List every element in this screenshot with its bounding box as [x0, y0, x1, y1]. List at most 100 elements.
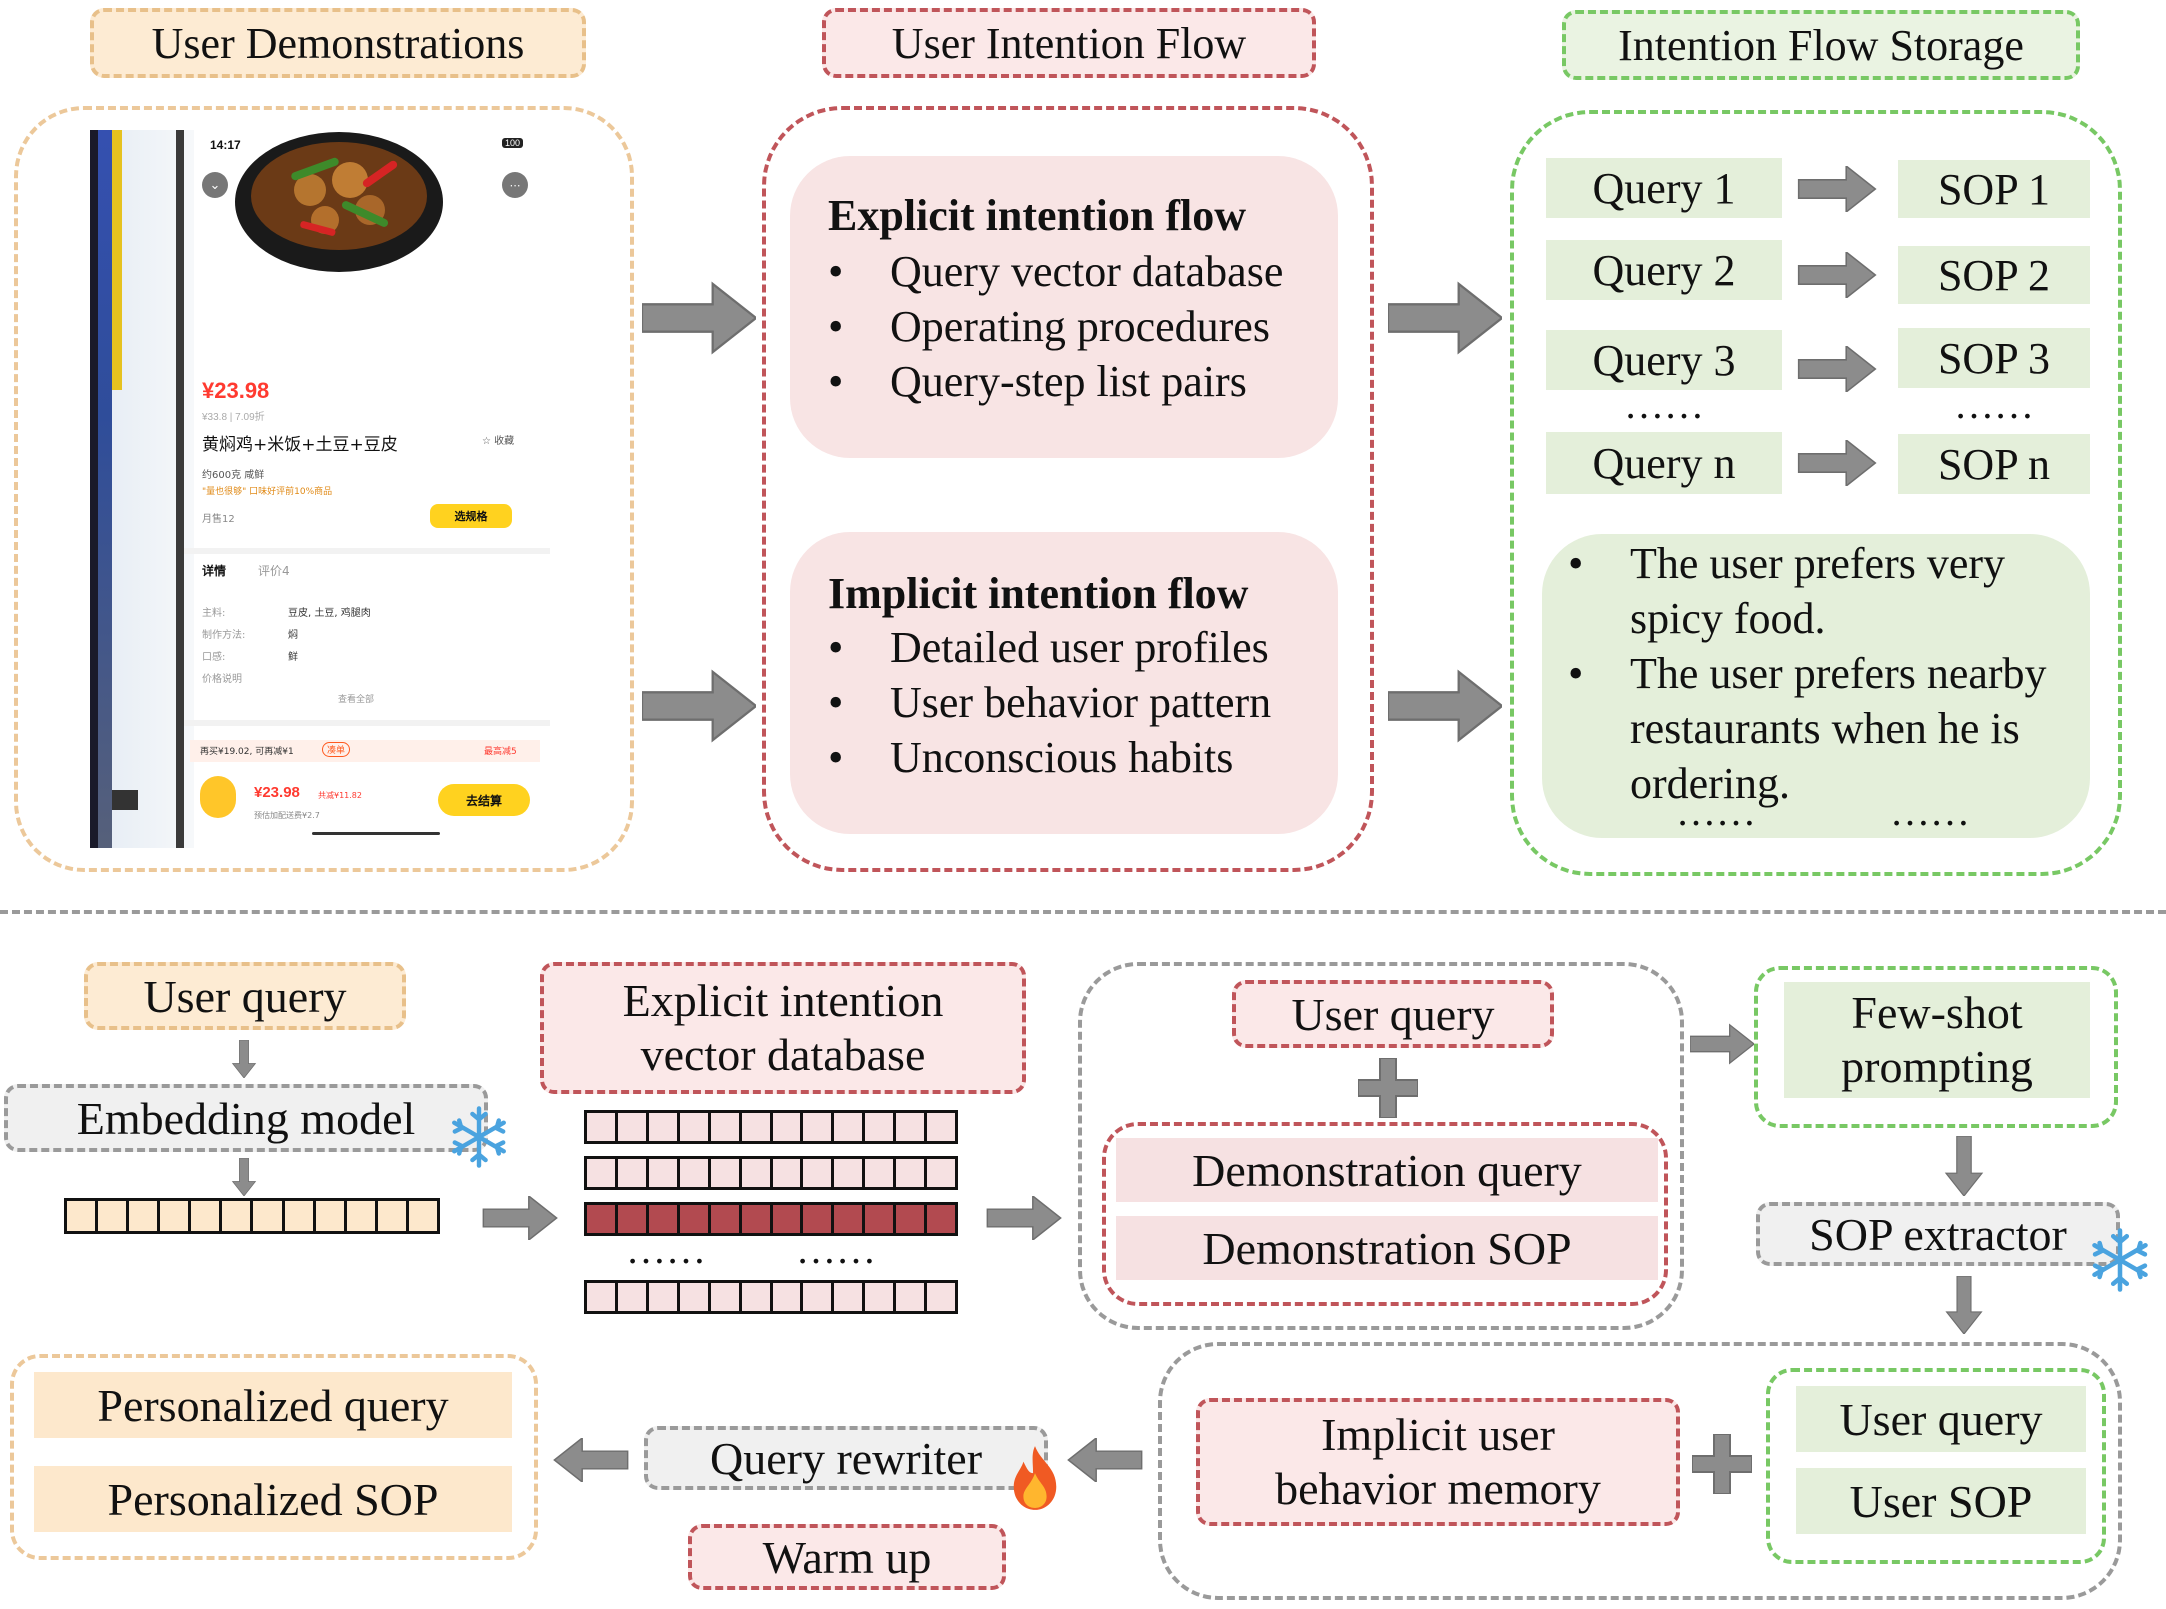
vector-cell: [222, 1201, 254, 1231]
tab-review[interactable]: 评价4: [258, 564, 290, 578]
personalized-output-panel: [10, 1354, 538, 1560]
query-embedding-vector: [64, 1198, 440, 1234]
tab-detail[interactable]: 详情: [202, 564, 227, 578]
vector-cell: [649, 1113, 680, 1141]
vector-cell: [742, 1205, 773, 1233]
vector-cell: [773, 1113, 804, 1141]
personalized-query: Personalized query: [34, 1372, 512, 1438]
preference-item: The user prefers nearby restaurants when…: [1568, 646, 2088, 811]
vector-cell: [711, 1205, 742, 1233]
section-divider: [0, 910, 2166, 914]
query-2: Query 2: [1546, 240, 1782, 300]
checkout-button[interactable]: 去结算: [438, 784, 530, 816]
embedding-snowflake-icon: [446, 1104, 512, 1170]
detail-row-3-key: 价格说明: [202, 674, 242, 685]
vector-cell: [834, 1113, 866, 1141]
vector-cell: [649, 1283, 680, 1311]
user-query-box: User query: [1232, 980, 1554, 1048]
vector-cell: [680, 1205, 711, 1233]
vector-cell: [803, 1113, 835, 1141]
vector-cell: [711, 1113, 742, 1141]
favorite-label: 收藏: [494, 436, 515, 447]
favorite-button[interactable]: ☆ 收藏: [482, 432, 514, 447]
implicit-item: User behavior pattern: [828, 675, 1271, 730]
explicit-vector-database-label: Explicit intention vector database: [540, 962, 1026, 1094]
vector-cell: [618, 1283, 649, 1311]
rewriter-fire-icon: [1013, 1446, 1057, 1510]
vector-cell: [773, 1283, 804, 1311]
vector-cell: [711, 1159, 742, 1187]
phone-left-strip: [90, 130, 98, 848]
arrow-implicit-to-storage: [1388, 670, 1502, 742]
user-sop-item: User SOP: [1796, 1468, 2086, 1534]
more-icon[interactable]: ⋯: [502, 172, 528, 198]
vector-cell: [98, 1201, 130, 1231]
phone-divider: [176, 130, 184, 848]
food-image: [230, 130, 448, 280]
vector-cell: [742, 1283, 773, 1311]
vector-cell: [865, 1283, 897, 1311]
arrow-demo-to-implicit: [642, 670, 756, 742]
query-n: Query n: [1546, 432, 1782, 494]
phone-left-strip-blue: [98, 130, 112, 848]
home-indicator: [312, 832, 440, 835]
vector-cell: [680, 1113, 711, 1141]
cart-mascot-icon[interactable]: [200, 776, 236, 818]
cart-price: ¥23.98: [254, 784, 300, 801]
select-spec-button[interactable]: 选规格: [430, 504, 512, 528]
dish-weight: 约600克 咸鲜: [202, 470, 265, 481]
explicit-intention-list: Query vector database Operating procedur…: [828, 244, 1283, 409]
pair-arrow-3: [1797, 346, 1877, 392]
vector-cell: [587, 1113, 618, 1141]
star-icon: ☆: [482, 436, 491, 447]
explicit-item: Query-step list pairs: [828, 354, 1283, 409]
query-1: Query 1: [1546, 158, 1782, 218]
vector-cell: [927, 1205, 955, 1233]
vector-cell: [285, 1201, 316, 1231]
vector-cell: [742, 1113, 773, 1141]
few-shot-line-1: Few-shot: [1851, 987, 2023, 1038]
detail-row-2-key: 口感:: [202, 652, 226, 663]
dish-name: 黄焖鸡+米饭+土豆+豆皮: [202, 435, 398, 455]
few-shot-prompting: Few-shot prompting: [1784, 982, 2090, 1098]
vector-cell: [927, 1283, 955, 1311]
arrow-demo-to-explicit: [642, 282, 756, 354]
vector-cell: [680, 1283, 711, 1311]
preference-item: The user prefers very spicy food.: [1568, 536, 2088, 646]
db-ellipsis-right: ……: [796, 1227, 876, 1272]
original-price: ¥33.8 | 7.09折: [202, 412, 265, 423]
sop-n: SOP n: [1898, 434, 2090, 494]
vector-cell: [927, 1159, 955, 1187]
vector-cell: [649, 1159, 680, 1187]
vector-cell: [67, 1201, 99, 1231]
preferences-list: The user prefers very spicy food. The us…: [1568, 536, 2088, 811]
vector-cell: [618, 1113, 649, 1141]
implicit-item: Unconscious habits: [828, 730, 1271, 785]
monthly-sales: 月售12: [202, 514, 235, 525]
vector-cell: [618, 1205, 649, 1233]
query-ellipsis: ……: [1624, 381, 1704, 427]
vector-cell: [834, 1159, 866, 1187]
implicit-behavior-memory: Implicit user behavior memory: [1196, 1398, 1680, 1526]
promo-button[interactable]: 凑单: [322, 742, 351, 757]
demonstration-sop: Demonstration SOP: [1116, 1216, 1658, 1280]
status-time: 14:17: [210, 138, 241, 152]
promo-text: 再买¥19.02, 可再减¥1: [200, 747, 294, 757]
vector-cell: [711, 1283, 742, 1311]
vector-cell: [680, 1159, 711, 1187]
vector-cell: [191, 1201, 223, 1231]
see-all-link[interactable]: 查看全部: [338, 695, 375, 705]
user-intention-flow-panel: [762, 106, 1374, 872]
vector-db-line-2: vector database: [640, 1029, 926, 1080]
vector-db-line-1: Explicit intention: [622, 975, 944, 1026]
header-user-demonstrations: User Demonstrations: [90, 8, 586, 78]
arrow-memory-to-rewriter: [1067, 1438, 1143, 1482]
user-query-item: User query: [1796, 1386, 2086, 1452]
db-vector-4: [584, 1280, 958, 1314]
pref-ellipsis-left: ……: [1676, 789, 1756, 834]
arrow-rewriter-to-personalized: [553, 1438, 629, 1482]
phone-left-strip-yellow: [112, 130, 122, 390]
delivery-fee: 预估加配送费¥2.7: [254, 811, 320, 820]
back-chevron-icon[interactable]: ⌄: [202, 172, 228, 198]
header-user-intention-flow: User Intention Flow: [822, 8, 1316, 78]
